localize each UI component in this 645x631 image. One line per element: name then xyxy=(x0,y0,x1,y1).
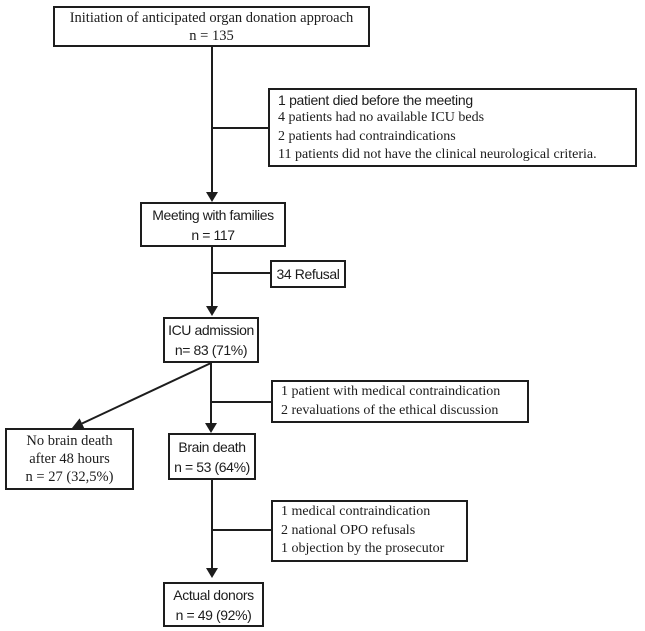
node-icu-line-1: ICU admission xyxy=(168,322,254,338)
exclusion-line-medical-contraindication: 1 patient with medical contraindication xyxy=(281,384,501,399)
node-meeting-line-1: Meeting with families xyxy=(152,206,274,223)
node-exclusions-after-brain-death: 1 medical contraindication 2 national OP… xyxy=(271,500,468,562)
node-icu-line-2: n= 83 (71%) xyxy=(174,342,248,358)
node-actual-donors-line-2: n = 49 (92%) xyxy=(175,606,252,623)
node-actual-donors-line-1: Actual donors xyxy=(173,586,254,603)
arrowhead-icu xyxy=(206,306,218,316)
exclusion-line-medical-contraindication-2: 1 medical contraindication xyxy=(281,504,431,520)
node-refusal: 34 Refusal xyxy=(270,260,346,288)
node-initiation: Initiation of anticipated organ donation… xyxy=(53,6,370,47)
node-no-brain-death: No brain death after 48 hours n = 27 (32… xyxy=(5,428,134,490)
node-icu-admission: ICU admission n= 83 (71%) xyxy=(163,317,259,363)
exclusion-line-neurological-criteria: 11 patients did not have the clinical ne… xyxy=(278,147,597,162)
node-meeting-with-families: Meeting with families n = 117 xyxy=(140,202,286,247)
exclusion-line-no-icu-beds: 4 patients had no available ICU beds xyxy=(278,110,485,125)
arrowhead-no-brain-death xyxy=(72,418,85,429)
exclusion-line-patient-died: 1 patient died before the meeting xyxy=(278,91,473,108)
node-no-brain-death-line-2: after 48 hours xyxy=(29,451,110,467)
node-no-brain-death-line-1: No brain death xyxy=(26,433,113,449)
node-initiation-line-2: n = 135 xyxy=(189,27,234,44)
node-brain-death-line-1: Brain death xyxy=(178,438,246,455)
exclusion-line-opo-refusals: 2 national OPO refusals xyxy=(281,522,416,538)
exclusion-line-prosecutor-objection: 1 objection by the prosecutor xyxy=(281,541,445,557)
exclusion-line-ethical-revaluations: 2 revaluations of the ethical discussion xyxy=(281,402,499,418)
connector-icu-no-brain-death xyxy=(81,362,212,425)
node-refusal-line-1: 34 Refusal xyxy=(276,266,340,282)
node-actual-donors: Actual donors n = 49 (92%) xyxy=(163,582,264,627)
node-no-brain-death-line-3: n = 27 (32,5%) xyxy=(25,469,114,485)
arrowhead-meeting xyxy=(206,192,218,202)
arrowhead-brain-death xyxy=(205,423,217,433)
node-brain-death: Brain death n = 53 (64%) xyxy=(168,433,256,480)
node-meeting-line-2: n = 117 xyxy=(191,226,235,243)
arrowhead-donors xyxy=(206,568,218,578)
node-brain-death-line-2: n = 53 (64%) xyxy=(174,458,250,475)
node-exclusions-before-meeting: 1 patient died before the meeting 4 pati… xyxy=(268,88,637,167)
node-exclusions-after-icu: 1 patient with medical contraindication … xyxy=(271,380,529,423)
node-initiation-line-1: Initiation of anticipated organ donation… xyxy=(69,9,354,26)
exclusion-line-contraindications: 2 patients had contraindications xyxy=(278,128,456,144)
